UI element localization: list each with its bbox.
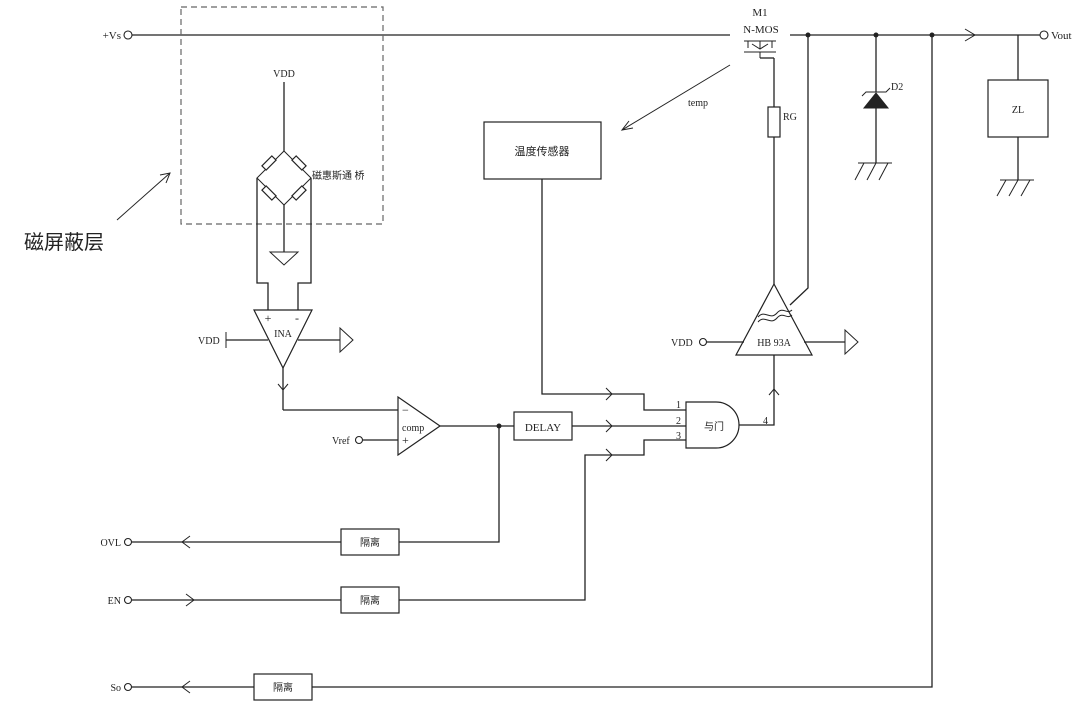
pin1-label: 1 xyxy=(676,400,681,411)
isolator-ovl xyxy=(340,528,400,556)
and-gate: 与门 1 2 3 4 xyxy=(676,355,780,449)
load-zl: ZL xyxy=(987,35,1049,197)
ground-icon xyxy=(854,162,892,181)
ovl-label: OVL xyxy=(100,538,121,549)
iso-ovl-label: 隔离 xyxy=(360,536,380,549)
resistor-icon xyxy=(767,106,781,138)
en-terminal-icon xyxy=(123,595,133,605)
amplifier-icon xyxy=(253,309,313,370)
temperature-sensor: 温度传感器 xyxy=(483,121,686,411)
rg-label: RG xyxy=(783,112,797,123)
so-label: So xyxy=(110,683,121,694)
zener-diode-icon xyxy=(862,92,890,109)
comp-label: comp xyxy=(402,423,424,434)
vdd-bridge-label: VDD xyxy=(273,69,295,80)
wheatstone-bridge: VDD 磁惠斯通 桥 xyxy=(256,69,365,310)
comparator-icon xyxy=(397,395,442,457)
vs-terminal: +Vs xyxy=(103,30,133,42)
arrow-icon xyxy=(181,680,191,694)
nmos-m1: M1 N-MOS xyxy=(743,7,779,59)
mosfet-icon xyxy=(744,40,776,58)
shield-label: 磁屏蔽层 xyxy=(24,231,104,254)
bridge-icon xyxy=(256,150,312,206)
pin3-label: 3 xyxy=(676,431,681,442)
vout-terminal-icon xyxy=(1039,30,1049,40)
shield-boundary xyxy=(180,6,384,225)
zl-label: ZL xyxy=(1012,105,1024,116)
vout-label: Vout xyxy=(1051,30,1072,42)
arrow-icon xyxy=(620,120,634,131)
arrow-icon xyxy=(277,383,289,391)
vs-label: +Vs xyxy=(103,30,121,42)
vout-terminal: Vout xyxy=(1039,30,1072,42)
delay-label: DELAY xyxy=(525,422,561,434)
rg-resistor: RG xyxy=(767,58,797,284)
and-gate-label: 与门 xyxy=(704,420,724,433)
pin2-label: 2 xyxy=(676,416,681,427)
temp-label: temp xyxy=(688,98,708,109)
temp-arrow: temp xyxy=(620,64,731,131)
ground-icon xyxy=(844,328,859,356)
m1-label: M1 xyxy=(752,7,767,19)
temp-sensor-label: 温度传感器 xyxy=(515,144,570,158)
pin4-label: 4 xyxy=(763,416,768,427)
supply-rail xyxy=(132,28,1040,42)
ina-label: INA xyxy=(274,329,293,340)
vref-label: Vref xyxy=(332,436,350,447)
ground-icon xyxy=(339,326,354,354)
arrow-icon xyxy=(605,387,613,401)
en-path: 隔离 EN xyxy=(108,439,686,614)
hb93a-label: HB 93A xyxy=(757,338,791,349)
d2-label: D2 xyxy=(891,82,903,93)
so-terminal-icon xyxy=(123,682,133,692)
delay-block: DELAY xyxy=(513,411,686,441)
ovl-terminal-icon xyxy=(123,537,133,547)
zener-d2: D2 xyxy=(854,35,903,181)
arrow-icon xyxy=(185,593,195,607)
temp-sensor-box xyxy=(483,121,602,180)
vs-terminal-icon xyxy=(123,30,133,40)
output-arrow-icon xyxy=(964,28,976,42)
vdd-terminal-icon xyxy=(698,337,708,347)
hb93a-driver: HB 93A VDD xyxy=(671,35,859,356)
ina-plus-label: + xyxy=(265,311,272,325)
delay-box xyxy=(513,411,573,441)
isolator-en xyxy=(340,586,400,614)
comp-minus-label: − xyxy=(402,403,409,417)
ground-icon xyxy=(268,251,300,266)
iso-so-label: 隔离 xyxy=(273,681,293,694)
vref-terminal-icon xyxy=(354,435,364,445)
iso-en-label: 隔离 xyxy=(360,594,380,607)
isolator-so xyxy=(253,673,313,701)
arrow-icon xyxy=(181,535,191,549)
load-icon xyxy=(987,79,1049,138)
comp-plus-label: + xyxy=(402,433,409,447)
and-gate-icon xyxy=(685,401,740,449)
magnetic-shield: 磁屏蔽层 xyxy=(24,6,384,254)
ovl-path: 隔离 OVL xyxy=(100,426,500,556)
driver-icon xyxy=(734,282,814,356)
arrow-icon xyxy=(159,172,171,184)
arrow-icon xyxy=(605,419,613,433)
so-path: 隔离 So xyxy=(110,35,933,701)
isolation-icon xyxy=(757,314,793,323)
comparator: − + comp Vref xyxy=(283,395,514,457)
ina-minus-label: - xyxy=(295,311,299,325)
arrow-icon xyxy=(768,388,780,396)
vdd-driver-label: VDD xyxy=(671,338,693,349)
vdd-ina-label: VDD xyxy=(198,336,220,347)
ina-amplifier: + - INA VDD xyxy=(198,309,354,410)
arrow-icon xyxy=(605,448,613,462)
ground-icon xyxy=(996,179,1034,197)
bridge-label: 磁惠斯通 桥 xyxy=(312,169,365,182)
nmos-label: N-MOS xyxy=(743,24,778,36)
en-label: EN xyxy=(108,596,121,607)
